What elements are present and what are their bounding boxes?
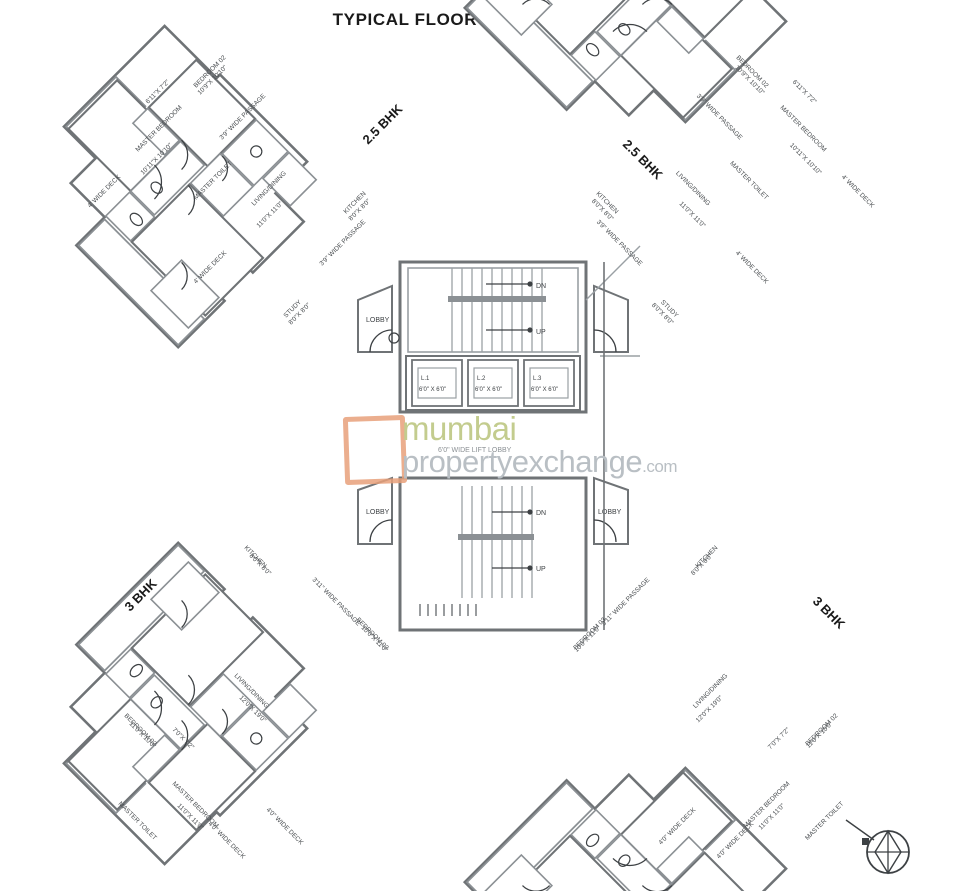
deck-label: 4'0" WIDE DECK <box>265 806 305 846</box>
lift-car: L.1 6'0" X 6'0" <box>411 359 463 407</box>
room-label: 7'0"X 7'2" <box>767 726 792 751</box>
lift-name: L.1 <box>421 376 430 382</box>
room-label: MASTER BEDROOM <box>778 104 827 153</box>
lobby-top-left: LOBBY <box>357 284 400 353</box>
stair-up-label: UP <box>536 329 546 336</box>
lobby-top-right <box>593 284 629 353</box>
deck-label: 4' WIDE DECK <box>734 250 770 286</box>
deck-label: 4' WIDE DECK <box>840 174 876 210</box>
lift-lobby-label: 6'0" WIDE LIFT LOBBY <box>438 447 512 454</box>
lift-size: 6'0" X 6'0" <box>531 387 558 393</box>
lobby-bottom-left: LOBBY <box>357 476 393 545</box>
lift-bank: L.1 6'0" X 6'0" L.2 6'0" X 6'0" L.3 6'0"… <box>411 359 575 407</box>
deck-label: 4'0" WIDE DECK <box>207 820 247 860</box>
room-label: 3'9" WIDE PASSAGE <box>695 93 744 142</box>
unit-tag: 2.5 BHK <box>360 101 406 147</box>
unit-bottom-left <box>9 541 337 869</box>
room-label: 3'11" WIDE PASSAGE <box>600 576 651 627</box>
unit-top-left <box>9 21 337 349</box>
unit-tag: 2.5 BHK <box>620 137 666 183</box>
lift-name: L.3 <box>533 376 542 382</box>
room-label: 6'11"X 7'2" <box>791 79 818 106</box>
lift-size: 6'0" X 6'0" <box>419 387 446 393</box>
room-label: 3'9" WIDE PASSAGE <box>318 218 367 267</box>
lift-name: L.2 <box>477 376 486 382</box>
lift-size: 6'0" X 6'0" <box>475 387 502 393</box>
room-size: 10'0"X 11'0" <box>360 624 390 654</box>
room-label: LIVING/DINING <box>674 170 711 207</box>
room-label: 3'9" WIDE PASSAGE <box>595 219 644 268</box>
room-label: 3'11" WIDE PASSAGE <box>311 576 362 627</box>
lobby-label: LOBBY <box>366 317 390 324</box>
room-size: 11'0"X 11'0" <box>678 200 707 229</box>
compass-rose <box>845 819 910 875</box>
unit-bottom-right <box>463 713 791 891</box>
lobby-bottom-right: LOBBY <box>593 476 629 545</box>
unit-tag: 3 BHK <box>810 594 849 633</box>
stair-dn-label: DN <box>536 283 546 290</box>
lobby-label: LOBBY <box>366 509 390 516</box>
lift-car: L.3 6'0" X 6'0" <box>523 359 575 407</box>
central-core: DN UP L.1 6'0" X 6'0" L.2 6'0" X 6'0" L.… <box>357 245 641 632</box>
stair-up-label-2: UP <box>536 566 546 573</box>
room-size: 11'0"X 10'0" <box>805 720 835 750</box>
stair-dn-label-2: DN <box>536 510 546 517</box>
lift-car: L.2 6'0" X 6'0" <box>467 359 519 407</box>
lobby-label: LOBBY <box>598 509 622 516</box>
room-label: MASTER TOILET <box>728 160 769 201</box>
room-label: MASTER TOILET <box>804 800 845 841</box>
